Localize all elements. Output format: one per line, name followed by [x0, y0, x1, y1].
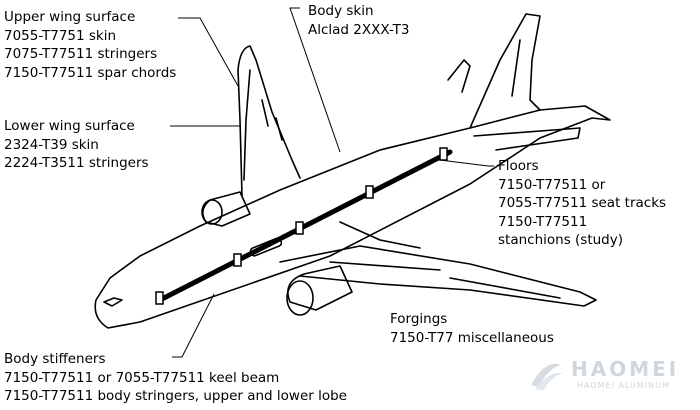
floor-track-markers: [155, 147, 448, 305]
body-stiffeners-label: Body stiffeners 7150-T77511 or 7055-T775…: [4, 350, 347, 406]
lower-wing-line: 2224-T3511 stringers: [4, 155, 149, 171]
body-stiffeners-title: Body stiffeners: [4, 351, 106, 367]
watermark: HAOMEI HAOMEI ALUMINUM: [525, 355, 695, 395]
lower-wing-line: 2324-T39 skin: [4, 136, 99, 153]
leader-stiffeners: [172, 293, 215, 358]
leader-body-skin: [289, 7, 341, 153]
lower-wing-surface-label: Lower wing surface 2324-T39 skin 2224-T3…: [4, 117, 149, 173]
cockpit-windows: [103, 297, 123, 307]
watermark-brand: HAOMEI: [571, 357, 680, 381]
upper-wing-surface-label: Upper wing surface 7055-T7751 skin 7075-…: [4, 8, 176, 82]
near-wing-flaps: [329, 261, 561, 299]
floors-line: stanchions (study): [498, 232, 624, 248]
vertical-tail: [469, 13, 541, 129]
floor-track-highlight: [157, 149, 453, 303]
far-wing-flap-line: [243, 69, 251, 181]
body-skin-title: Body skin: [308, 3, 374, 19]
rudder-line: [511, 39, 521, 97]
floors-line: 7150-T77511 or: [498, 176, 606, 193]
leader-floors: [439, 159, 494, 167]
body-skin-line: Alclad 2XXX-T3: [308, 21, 410, 38]
floors-line: 7055-T77511 seat tracks: [498, 195, 667, 211]
upper-wing-line: 7150-T77511 spar chords: [4, 64, 177, 81]
forgings-title: Forgings: [390, 311, 448, 327]
leader-upper-wing: [178, 17, 239, 87]
near-wing: [279, 245, 597, 307]
near-engine: [287, 265, 353, 311]
body-stiffeners-line: 7150-T77511 or 7055-T77511 keel beam: [4, 369, 280, 386]
floors-title: Floors: [498, 158, 539, 174]
watermark-subtitle: HAOMEI ALUMINUM: [577, 381, 670, 390]
forgings-line: 7150-T77 miscellaneous: [390, 329, 554, 346]
forgings-label: Forgings 7150-T77 miscellaneous: [390, 310, 554, 347]
near-engine-inlet: [286, 280, 314, 316]
body-stiffeners-line: 7150-T77511 body stringers, upper and lo…: [4, 388, 347, 404]
floors-line: 7150-T77511: [498, 213, 588, 230]
leader-lines: [170, 7, 494, 358]
near-wing-fairing: [339, 221, 421, 249]
watermark-logo-icon: [531, 363, 563, 391]
small-stabilizer: [447, 59, 471, 93]
upper-wing-line: 7055-T7751 skin: [4, 27, 117, 44]
upper-wing-title: Upper wing surface: [4, 9, 136, 25]
far-engine-inlet: [201, 199, 223, 225]
fuselage-outline: [94, 105, 611, 329]
lower-wing-title: Lower wing surface: [4, 118, 135, 134]
far-wing: [237, 45, 301, 197]
floors-label: Floors 7150-T77511 or 7055-T77511 seat t…: [498, 157, 666, 250]
horizontal-stabilizer: [473, 127, 581, 151]
body-skin-label: Body skin Alclad 2XXX-T3: [308, 2, 409, 39]
upper-wing-line: 7075-T77511 stringers: [4, 46, 158, 62]
far-wing-slat: [261, 99, 283, 141]
